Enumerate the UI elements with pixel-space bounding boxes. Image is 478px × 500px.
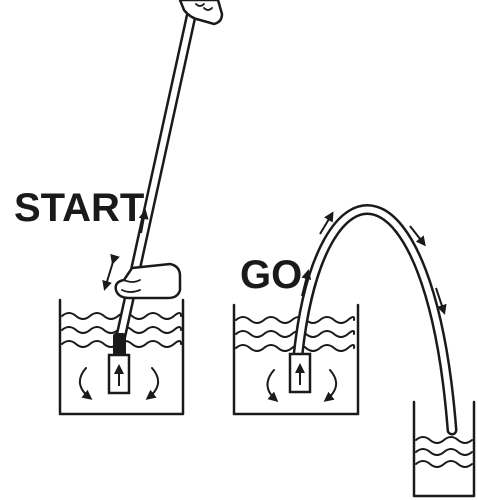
- pump-bulb: [113, 333, 126, 357]
- left-container: [58, 298, 185, 416]
- right-container: [412, 400, 476, 498]
- flow-arrow-icon: [266, 369, 337, 402]
- siphon-tube-go: [292, 204, 458, 436]
- flow-arrow-icon: [138, 209, 149, 234]
- pump-valve-icon: [288, 352, 312, 394]
- start-label: START: [14, 186, 144, 230]
- middle-container: [232, 303, 360, 416]
- hand-icon: [178, 0, 224, 26]
- flow-arrow-icon: [301, 211, 447, 315]
- flow-arrow-icon: [102, 253, 120, 291]
- hand-icon: [114, 262, 182, 300]
- flow-arrow-icon: [79, 367, 159, 400]
- go-label: GO: [240, 253, 302, 297]
- pump-valve-icon: [107, 353, 131, 395]
- water-wave-icon: [415, 436, 473, 468]
